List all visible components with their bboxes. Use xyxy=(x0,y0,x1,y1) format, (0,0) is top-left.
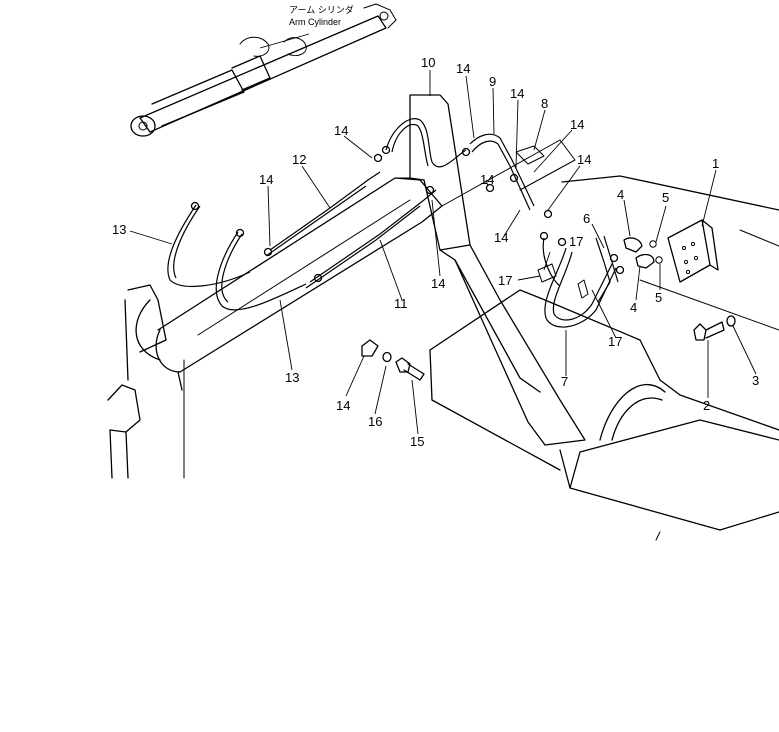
callout-2: 2 xyxy=(703,398,710,413)
hoses xyxy=(167,118,619,328)
washer-3 xyxy=(726,315,736,327)
callout-14g: 14 xyxy=(480,172,494,187)
callout-17a: 17 xyxy=(569,234,583,249)
callout-4b: 4 xyxy=(630,300,637,315)
clamp-lower xyxy=(361,339,379,357)
callout-17b: 17 xyxy=(498,273,512,288)
swing-bracket xyxy=(107,284,185,479)
callout-10: 10 xyxy=(421,55,435,70)
callout-5a: 5 xyxy=(662,190,669,205)
callout-16: 16 xyxy=(368,414,382,429)
callout-14a: 14 xyxy=(456,61,470,76)
callout-3: 3 xyxy=(752,373,759,388)
elbow-fittings xyxy=(623,237,663,269)
callout-4a: 4 xyxy=(617,187,624,202)
callout-9: 9 xyxy=(489,74,496,89)
pipe-11 xyxy=(309,189,437,283)
callout-12: 12 xyxy=(292,152,306,167)
callout-11: 11 xyxy=(394,296,408,311)
callout-14e: 14 xyxy=(334,123,348,138)
pipe-block xyxy=(667,219,719,283)
callout-17c: 17 xyxy=(608,334,622,349)
leader-lines xyxy=(129,33,757,435)
pipe-10 xyxy=(385,118,467,168)
callout-14b: 14 xyxy=(510,86,524,101)
hose-fittings xyxy=(190,145,625,299)
callout-14d: 14 xyxy=(577,152,591,167)
arm-cylinder-label-jp: アーム シリンダ xyxy=(289,4,354,15)
pipe-12 xyxy=(269,171,381,251)
hose-6 xyxy=(595,237,611,303)
callout-7: 7 xyxy=(561,374,568,389)
callout-14h: 14 xyxy=(494,230,508,245)
hose-13-lower xyxy=(215,231,307,311)
arm-cylinder xyxy=(130,3,397,137)
bolt-2 xyxy=(693,321,725,341)
bolt-15 xyxy=(395,357,425,381)
hose-7 xyxy=(544,247,617,328)
callout-13b: 13 xyxy=(285,370,299,385)
pipe-9 xyxy=(469,133,535,207)
callout-5b: 5 xyxy=(655,290,662,305)
callout-15: 15 xyxy=(410,434,424,449)
callout-8: 8 xyxy=(541,96,548,111)
arm-cylinder-label-en: Arm Cylinder xyxy=(289,17,341,27)
callout-14c: 14 xyxy=(570,117,584,132)
swing-frame xyxy=(429,175,779,541)
callout-14i: 14 xyxy=(431,276,445,291)
boom xyxy=(135,94,586,446)
callout-1: 1 xyxy=(712,156,719,171)
washer-16 xyxy=(382,351,392,363)
callout-14j: 14 xyxy=(336,398,350,413)
callout-14f: 14 xyxy=(259,172,273,187)
callout-13a: 13 xyxy=(112,222,126,237)
hose-13-upper xyxy=(167,204,251,287)
callout-6: 6 xyxy=(583,211,590,226)
